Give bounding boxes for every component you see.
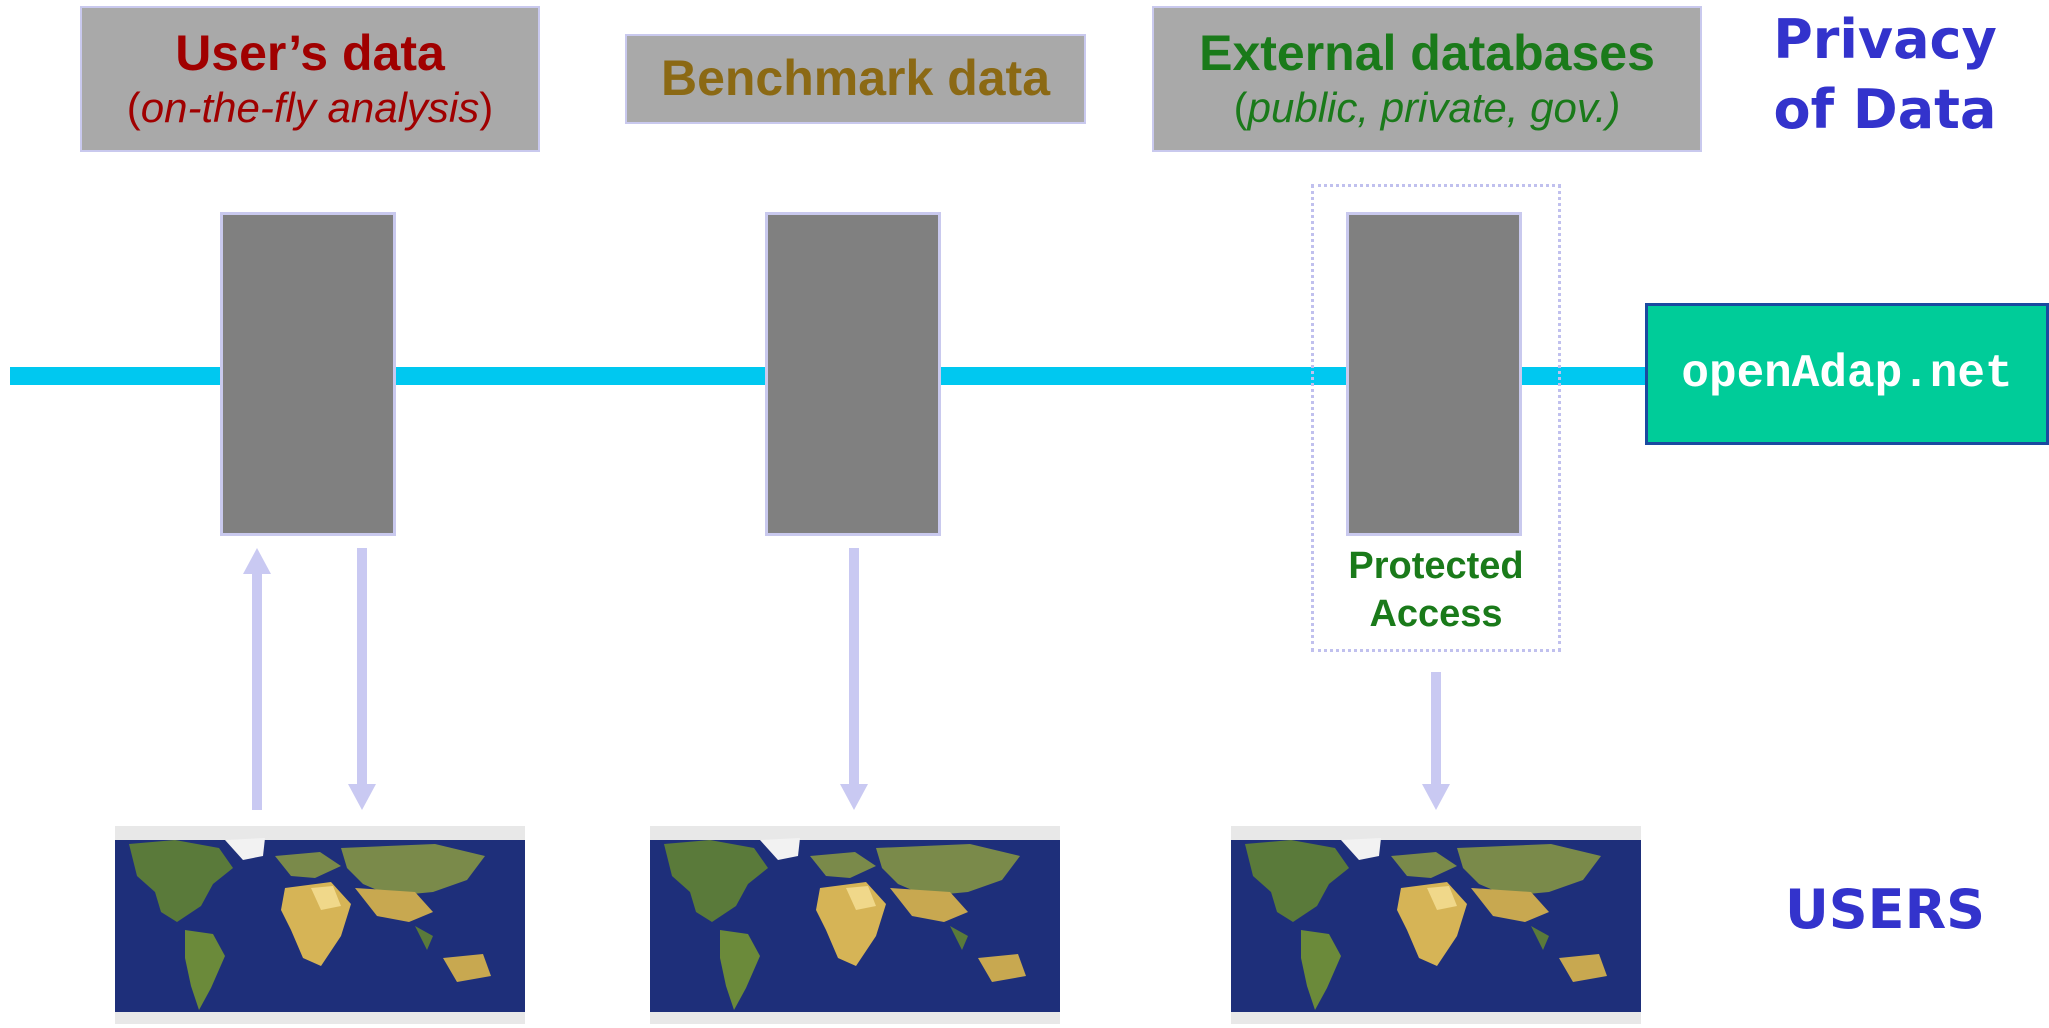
privacy-line-2: of Data — [1773, 78, 1997, 141]
external-databases-node — [1346, 212, 1522, 536]
users-data-node — [220, 212, 396, 536]
world-map-icon — [650, 826, 1060, 1024]
benchmark-data-title: Benchmark data — [660, 50, 1051, 107]
external-databases-title: External databases — [1199, 25, 1655, 82]
protected-line-2: Access — [1369, 593, 1503, 635]
protected-access-label: Protected Access — [1311, 542, 1561, 638]
openadap-net-label: openAdap.net — [1681, 348, 2013, 400]
users-data-header: User’s data (on-the-fly analysis) — [80, 6, 540, 152]
external-databases-header: External databases (public, private, gov… — [1152, 6, 1702, 152]
privacy-of-data-label: Privacy of Data — [1745, 5, 2025, 145]
protected-line-1: Protected — [1348, 545, 1524, 587]
benchmark-data-header: Benchmark data — [625, 34, 1086, 124]
protected-access-frame — [1311, 184, 1561, 652]
world-map-icon — [115, 826, 525, 1024]
users-label: USERS — [1784, 878, 1986, 941]
openadap-net-box: openAdap.net — [1645, 303, 2049, 445]
external-databases-subtitle: (public, private, gov.) — [1233, 83, 1621, 131]
benchmark-data-node — [765, 212, 941, 536]
privacy-line-1: Privacy — [1773, 8, 1997, 71]
users-data-title: User’s data — [175, 25, 445, 82]
world-map-icon — [1231, 826, 1641, 1024]
users-data-subtitle: (on-the-fly analysis) — [126, 83, 494, 131]
